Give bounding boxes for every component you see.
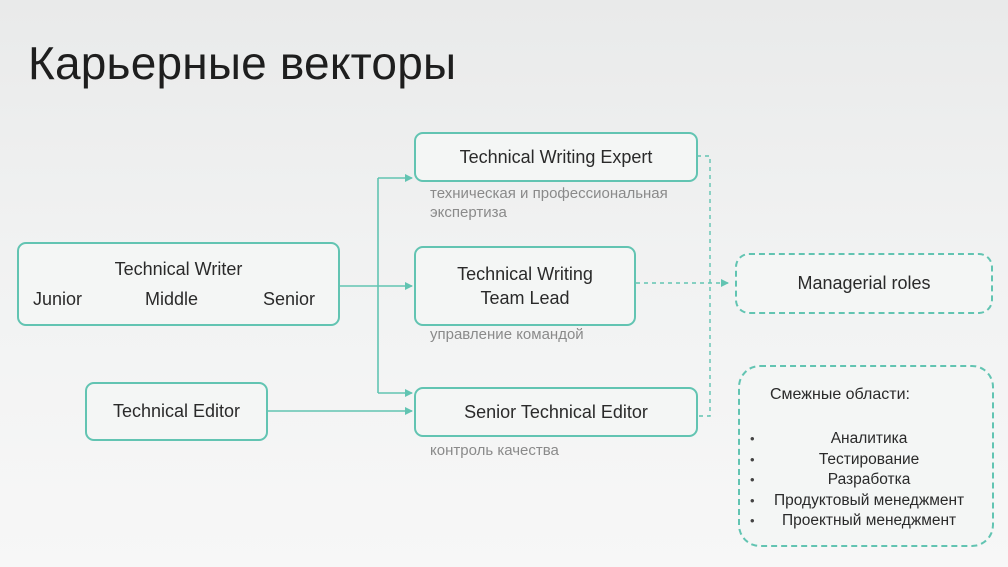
team-lead-caption: управление командой: [430, 326, 584, 343]
adjacent-areas-list: Аналитика Тестирование Разработка Продук…: [740, 429, 964, 532]
senior-editor-caption: контроль качества: [430, 442, 559, 459]
team-lead-box: Technical Writing Team Lead: [414, 246, 636, 326]
team-lead-label-line1: Technical Writing: [457, 264, 593, 284]
level-junior: Junior: [33, 289, 83, 309]
senior-editor-label: Senior Technical Editor: [464, 401, 648, 422]
expert-caption-line1: техническая и профессиональная: [430, 185, 668, 202]
dashed-expert-link: [697, 155, 711, 417]
senior-editor-box: Senior Technical Editor: [414, 387, 698, 437]
managerial-roles-box: Managerial roles: [735, 253, 993, 314]
adjacent-item-testing: Тестирование: [740, 450, 964, 471]
technical-editor-box: Technical Editor: [85, 382, 268, 441]
level-senior: Senior: [263, 289, 316, 309]
technical-editor-label: Technical Editor: [112, 401, 241, 421]
adjacent-item-project-management: Проектный менеджмент: [740, 511, 964, 532]
expert-caption: техническая и профессиональная экспертиз…: [430, 184, 668, 222]
expert-caption-line2: экспертиза: [430, 204, 507, 221]
adjacent-item-analytics: Аналитика: [740, 429, 964, 450]
expert-box: Technical Writing Expert: [414, 132, 698, 182]
slide-title: Карьерные векторы: [28, 37, 457, 89]
expert-label: Technical Writing Expert: [459, 146, 653, 167]
adjacent-areas-title: Смежные области:: [770, 386, 910, 403]
adjacent-areas-box: Смежные области: Аналитика Тестирование …: [738, 365, 994, 547]
managerial-roles-label: Managerial roles: [797, 273, 931, 293]
team-lead-label-line2: Team Lead: [480, 288, 570, 308]
adjacent-item-product-management: Продуктовый менеджмент: [740, 491, 964, 512]
adjacent-item-development: Разработка: [740, 470, 964, 491]
level-middle: Middle: [145, 289, 199, 309]
technical-writer-box: Technical Writer Junior Middle Senior: [17, 242, 340, 326]
technical-writer-title: Technical Writer: [114, 259, 243, 279]
